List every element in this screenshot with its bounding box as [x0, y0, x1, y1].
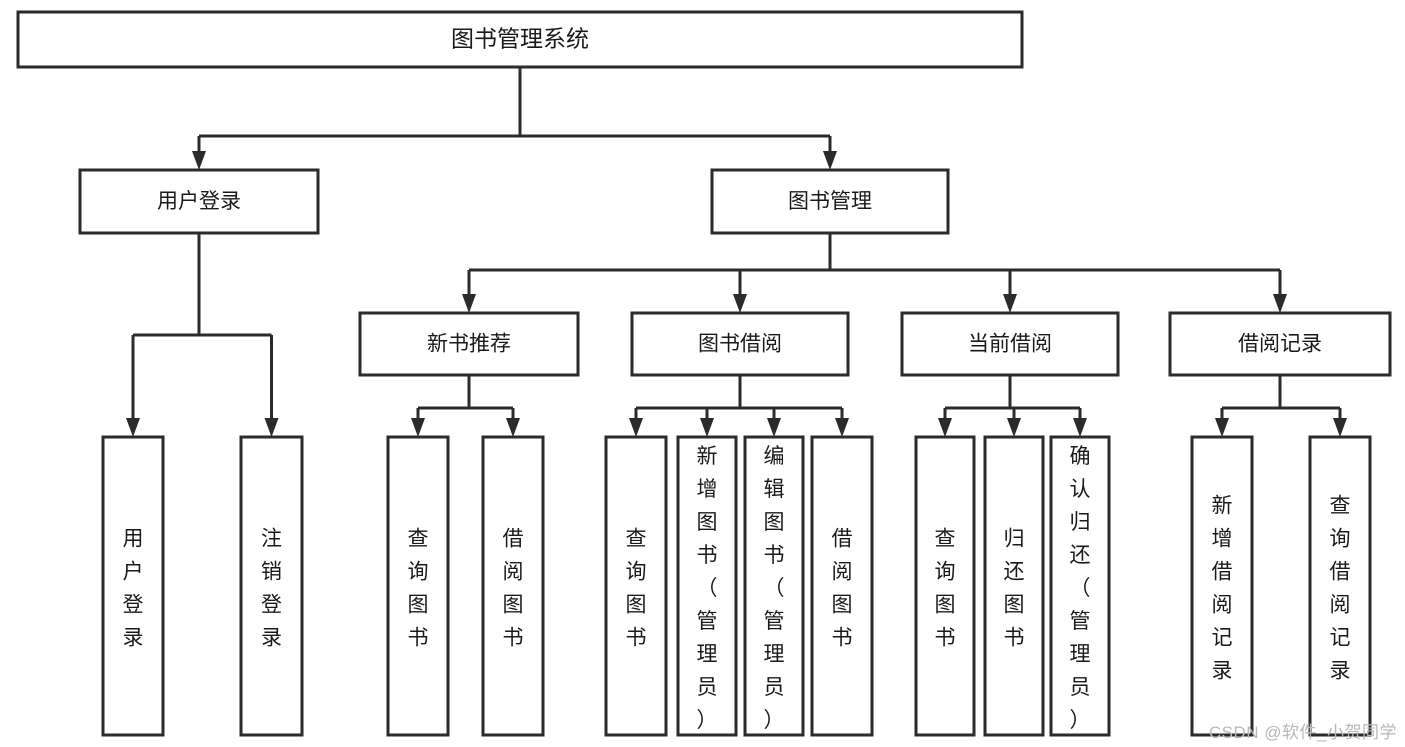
node-box[interactable]: [810, 435, 874, 737]
arrow-head-icon: [629, 418, 643, 437]
node-box[interactable]: [900, 311, 1120, 377]
node-leaf-logout[interactable]: 注销登录: [239, 435, 304, 737]
node-leaf-confirm-return-admin[interactable]: 确认归还（管理员）: [1049, 435, 1111, 737]
node-box[interactable]: [710, 168, 950, 235]
node-leaf-borrow-book-1[interactable]: 借阅图书: [481, 435, 545, 737]
node-box[interactable]: [630, 311, 850, 377]
arrow-head-icon: [835, 418, 849, 437]
arrow-head-icon: [1215, 418, 1229, 437]
node-label: 编辑图书（管理员）: [764, 445, 785, 732]
node-root[interactable]: 图书管理系统: [16, 10, 1024, 69]
node-label: 注销登录: [261, 528, 282, 650]
node-leaf-query-borrow-record[interactable]: 查询借阅记录: [1308, 435, 1372, 737]
node-current-borrow[interactable]: 当前借阅: [900, 311, 1120, 377]
arrow-head-icon: [264, 418, 279, 437]
node-box[interactable]: [1168, 311, 1392, 377]
node-leaf-query-book-1[interactable]: 查询图书: [386, 435, 450, 737]
node-leaf-return-book[interactable]: 归还图书: [983, 435, 1045, 737]
node-leaf-add-book-admin[interactable]: 新增图书（管理员）: [676, 435, 738, 737]
node-label: 图书借阅: [698, 333, 782, 356]
node-box[interactable]: [1190, 435, 1254, 737]
node-label: 查询借阅记录: [1330, 495, 1351, 683]
node-label: 查询图书: [935, 528, 956, 650]
node-book-borrow[interactable]: 图书借阅: [630, 311, 850, 377]
node-book-manage[interactable]: 图书管理: [710, 168, 950, 235]
node-label: 新书推荐: [427, 333, 511, 356]
node-box[interactable]: [983, 435, 1045, 737]
arrow-head-icon: [767, 418, 781, 437]
arrow-head-icon: [1007, 418, 1021, 437]
node-box[interactable]: [386, 435, 450, 737]
node-label: 归还图书: [1004, 528, 1025, 650]
node-box[interactable]: [16, 10, 1024, 69]
node-label: 查询图书: [408, 528, 429, 650]
arrow-head-icon: [700, 418, 714, 437]
node-box[interactable]: [101, 435, 165, 737]
node-label: 用户登录: [123, 528, 144, 650]
node-label: 新增图书（管理员）: [697, 445, 718, 732]
arrow-head-icon: [823, 151, 837, 170]
node-label: 确认归还（管理员）: [1070, 445, 1091, 732]
connectors-layer: [126, 67, 1347, 437]
node-leaf-query-book-3[interactable]: 查询图书: [914, 435, 976, 737]
node-label: 新增借阅记录: [1212, 495, 1233, 683]
node-box[interactable]: [358, 311, 580, 377]
node-leaf-borrow-book-2[interactable]: 借阅图书: [810, 435, 874, 737]
node-box[interactable]: [481, 435, 545, 737]
arrow-head-icon: [1273, 294, 1287, 313]
arrow-head-icon: [411, 418, 425, 437]
node-label: 借阅记录: [1238, 333, 1322, 356]
node-user-login[interactable]: 用户登录: [78, 168, 320, 235]
arrow-head-icon: [506, 418, 520, 437]
node-box[interactable]: [743, 435, 805, 737]
node-box[interactable]: [914, 435, 976, 737]
arrow-head-icon: [1333, 418, 1347, 437]
node-label: 当前借阅: [968, 333, 1052, 356]
node-leaf-add-borrow-record[interactable]: 新增借阅记录: [1190, 435, 1254, 737]
arrow-head-icon: [192, 151, 206, 170]
node-label: 用户登录: [157, 190, 241, 213]
node-box[interactable]: [604, 435, 668, 737]
node-leaf-user-login[interactable]: 用户登录: [101, 435, 165, 737]
arrow-head-icon: [938, 418, 952, 437]
node-leaf-query-book-2[interactable]: 查询图书: [604, 435, 668, 737]
node-label: 借阅图书: [503, 528, 524, 650]
node-box[interactable]: [1049, 435, 1111, 737]
arrow-head-icon: [126, 418, 140, 437]
arrow-head-icon: [733, 294, 747, 313]
boxes-layer: 图书管理系统用户登录图书管理新书推荐图书借阅当前借阅借阅记录用户登录注销登录查询…: [16, 10, 1392, 737]
node-box[interactable]: [78, 168, 320, 235]
node-label: 查询图书: [626, 528, 647, 650]
arrow-head-icon: [1073, 418, 1087, 437]
node-label: 图书管理系统: [451, 26, 589, 52]
node-box[interactable]: [239, 435, 304, 737]
node-label: 图书管理: [788, 190, 872, 213]
node-box[interactable]: [1308, 435, 1372, 737]
node-new-book-recommend[interactable]: 新书推荐: [358, 311, 580, 377]
csdn-watermark: CSDN @软件_小贺同学: [1208, 723, 1397, 742]
arrow-head-icon: [462, 294, 476, 313]
node-box[interactable]: [676, 435, 738, 737]
node-borrow-record[interactable]: 借阅记录: [1168, 311, 1392, 377]
node-label: 借阅图书: [832, 528, 853, 650]
arrow-head-icon: [1003, 294, 1017, 313]
node-leaf-edit-book-admin[interactable]: 编辑图书（管理员）: [743, 435, 805, 737]
